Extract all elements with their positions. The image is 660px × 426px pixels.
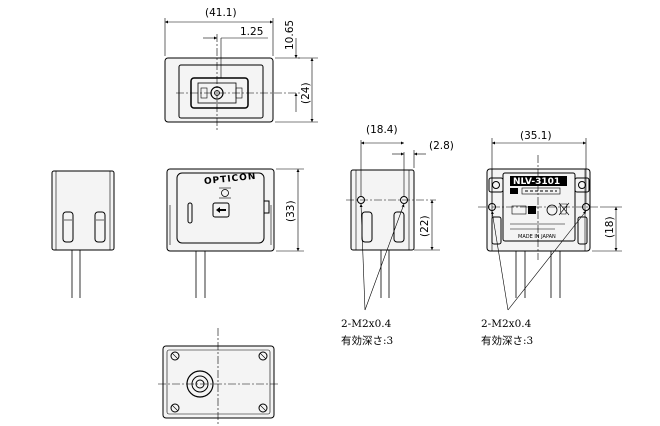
left-side-slot-right [94, 211, 106, 243]
top-upper-dimension: 10.65 [284, 20, 296, 50]
bottom-view-screw-br [258, 403, 268, 413]
bottom-view-screw-tl [170, 351, 180, 361]
right-hole-height-dimension: (22) [419, 215, 431, 237]
left-side-view [51, 170, 115, 298]
left-side-slot-left [62, 211, 74, 243]
right-side-slot-right [393, 211, 405, 243]
right-width-dimension: (18.4) [366, 124, 398, 136]
front-view-side-indicator [187, 202, 193, 224]
bottom-view-screw-bl [170, 403, 180, 413]
back-thread-note: 2-M2x0.4 [481, 318, 532, 330]
top-width-dimension: (41.1) [205, 7, 237, 19]
back-model-label: NLV-3101 [513, 177, 560, 187]
right-offset-dimension: (2.8) [429, 140, 454, 152]
right-thread-note: 2-M2x0.4 [341, 318, 392, 330]
back-view-slot-right [577, 216, 588, 245]
bottom-view [158, 328, 280, 426]
right-side-body [350, 169, 415, 251]
back-hole-height-dimension: (18) [604, 216, 616, 238]
back-view-weee-icon [558, 202, 570, 216]
bottom-view-screw-tr [258, 351, 268, 361]
back-view-screw-left [488, 177, 504, 193]
left-side-body [51, 170, 115, 251]
front-view-indicator-led [221, 189, 229, 197]
back-view-screw-right [574, 177, 590, 193]
back-made-in-label: MADE IN JAPAN [518, 234, 556, 240]
back-view-fcc-mark [511, 205, 527, 215]
front-view-right-tab [263, 200, 270, 214]
back-depth-note: 有効深さ:3 [481, 334, 533, 347]
top-height-dimension: (24) [300, 82, 312, 104]
top-view [164, 18, 318, 132]
back-width-dimension: (35.1) [520, 130, 552, 142]
front-view-button [212, 202, 230, 218]
top-offset-dimension: 1.25 [240, 26, 263, 38]
back-view-slot-left [491, 216, 502, 245]
top-view-body [164, 57, 274, 123]
back-view [478, 138, 622, 311]
front-height-dimension: (33) [285, 200, 297, 222]
back-view-ce-mark-icon [546, 204, 558, 216]
bottom-view-body [162, 345, 275, 419]
right-side-view [346, 140, 440, 311]
right-depth-note: 有効深さ:3 [341, 334, 393, 347]
front-view-button-arrow-icon [216, 207, 220, 213]
front-view [166, 168, 304, 298]
